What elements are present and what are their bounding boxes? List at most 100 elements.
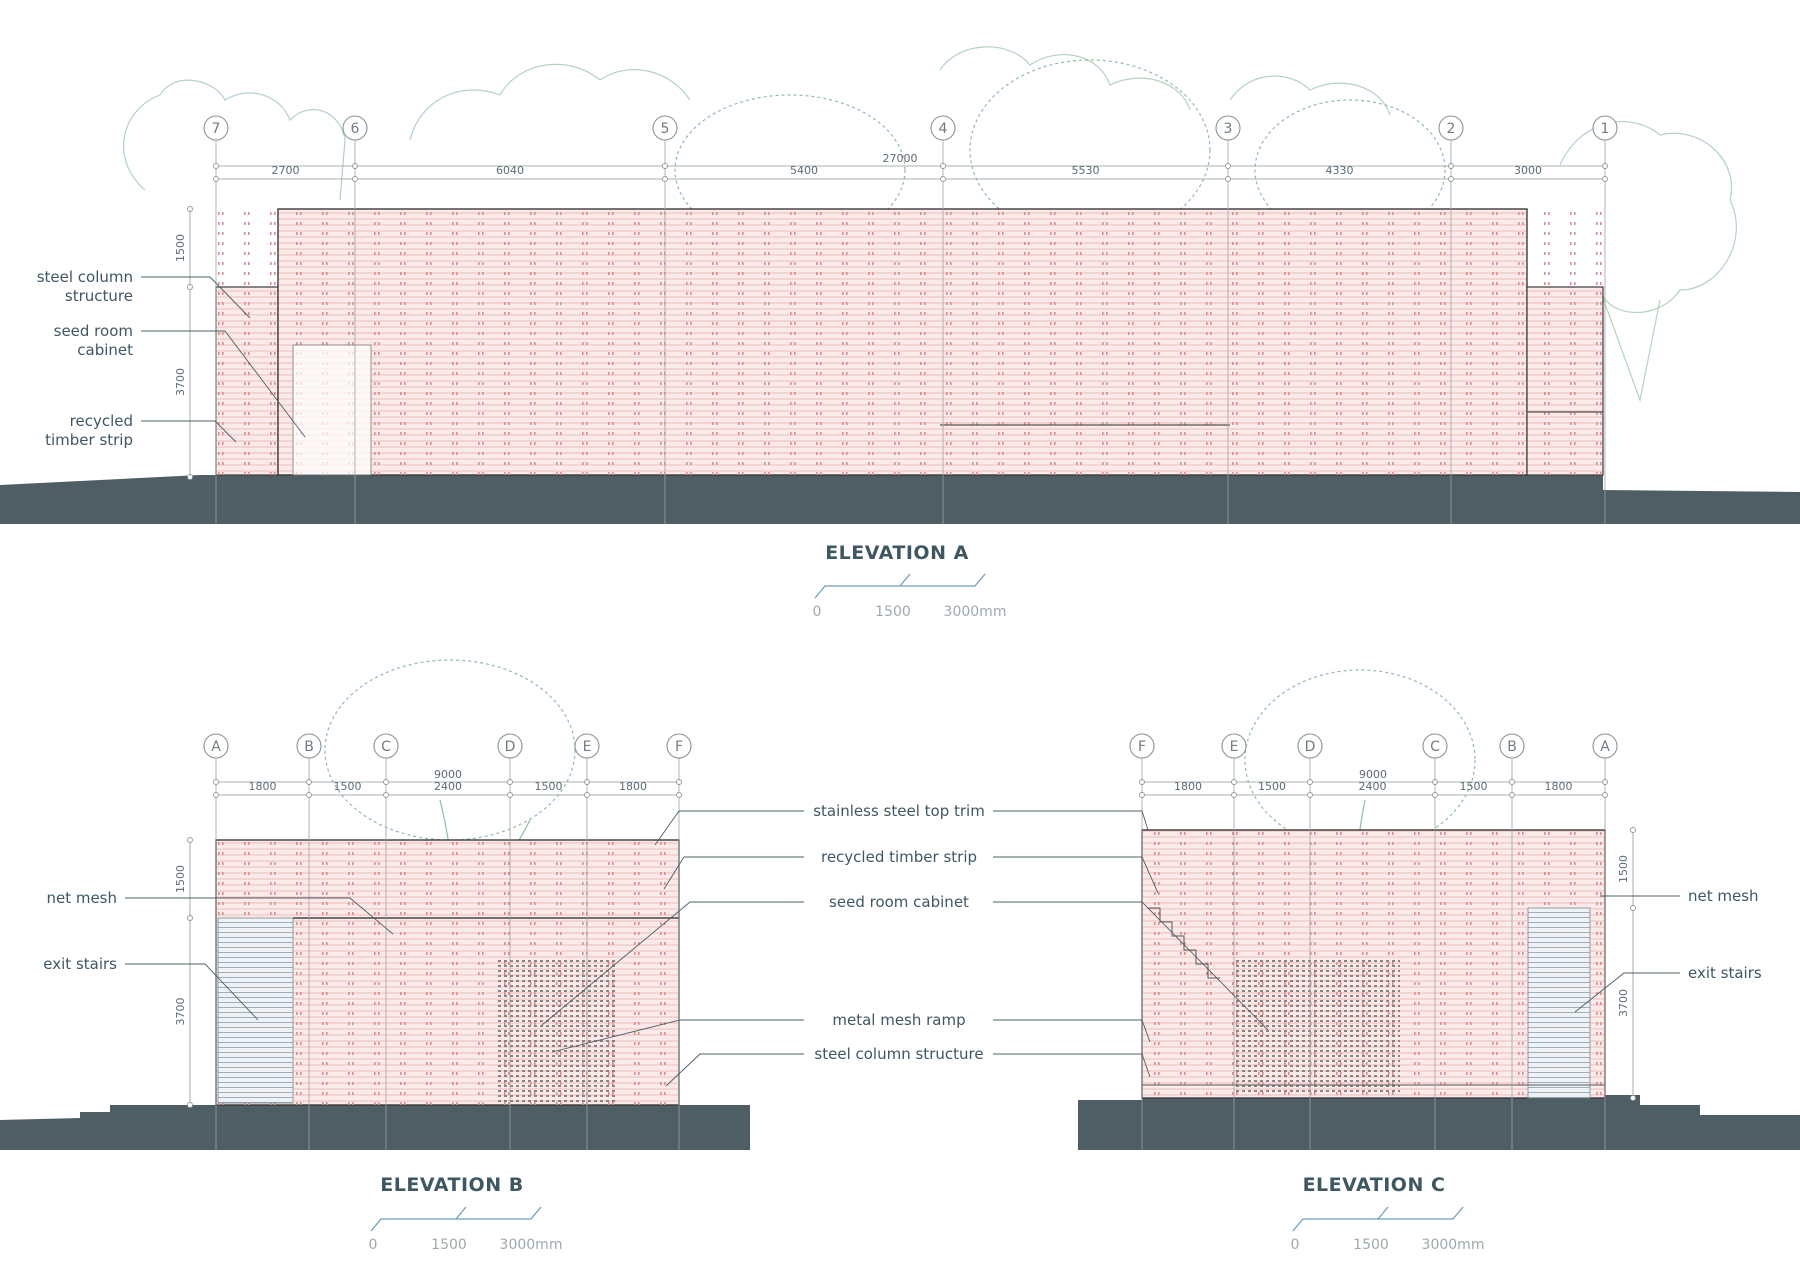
elevation_b-dim-tick	[306, 779, 312, 785]
elevation_a-bay-dim: 5530	[1072, 164, 1100, 177]
label-net-mesh-c: net mesh	[1600, 887, 1759, 905]
elevation_b-grid-label: D	[505, 739, 516, 755]
elevation_a-scale-0: 0	[813, 604, 822, 620]
elevation_b-dim-tick	[213, 792, 219, 798]
elevation_a-bay-dim: 6040	[496, 164, 524, 177]
elevation_a-bay-dim: 2700	[272, 164, 300, 177]
label-recycled-timber-strip-a-text: recycled	[70, 412, 133, 430]
elevation_b-height-dim-tick	[187, 915, 193, 921]
elevation_a-grid-label: 3	[1224, 121, 1233, 137]
elevation_a-height-dim-tick	[187, 284, 193, 290]
elevation_c-overall-dim: 9000	[1359, 768, 1387, 781]
label-steel-column-structure-text: steel column	[37, 268, 133, 286]
elevation_a-grid-bubble	[930, 115, 956, 141]
label-recycled-timber-strip-a-text-2: timber strip	[45, 431, 133, 449]
elevation_b-bay-dim: 1800	[249, 780, 277, 793]
label-exit-stairs-c: exit stairs	[1574, 964, 1762, 1013]
elevation_c-grid-label: B	[1507, 739, 1517, 755]
elevation_a-height-dim-3700: 3700	[174, 368, 187, 396]
elevation_b-dim-tick	[676, 792, 682, 798]
elevation_a-dim-tick	[213, 176, 219, 182]
elevation_a-height-dim-tick	[187, 474, 193, 480]
elevation_c-height-dim-tick	[1630, 827, 1636, 833]
label-exit-stairs-c-text: exit stairs	[1688, 964, 1762, 982]
label-seed-room-cabinet-a-line	[141, 330, 306, 438]
elevation_b-overall-dim: 9000	[434, 768, 462, 781]
elevation_b-scale-1500: 1500	[431, 1237, 467, 1253]
center-label-steel-column-structure-leader-right	[993, 1053, 1151, 1078]
elevation_b-grid-bubble	[203, 733, 229, 759]
elevation_c-bay-dim: 1500	[1460, 780, 1488, 793]
elevation_c-bay-dim: 2400	[1359, 780, 1387, 793]
elevation_b-scale-3000: 3000mm	[500, 1237, 563, 1253]
elevation_c-scale-bar-mid	[1377, 1206, 1389, 1220]
label-net-mesh-b-line	[125, 897, 394, 935]
elevation_a-bay-dim: 4330	[1326, 164, 1354, 177]
center-label-recycled-timber-strip-leader-left	[663, 856, 804, 890]
elevation_c-grid-label: D	[1305, 739, 1316, 755]
elevation_a-grid-bubble	[1592, 115, 1618, 141]
elevation_c-dim-tick	[1509, 792, 1515, 798]
elevation_c-grid-bubble	[1221, 733, 1247, 759]
elevation_c-grid-bubble	[1499, 733, 1525, 759]
elevation_a-dim-tick	[352, 163, 358, 169]
elevation-a	[0, 46, 1800, 524]
elevation_a-overall-dim: 27000	[883, 152, 918, 165]
elevation_a-dim-tick	[1602, 163, 1608, 169]
elevation_c-dim-tick	[1231, 779, 1237, 785]
elevation_b-grid-bubble	[497, 733, 523, 759]
elevation_c-bay-dim: 1800	[1174, 780, 1202, 793]
elevation_a-dim-tick	[662, 163, 668, 169]
elevation_a-scale-bar-mid	[899, 573, 911, 587]
elevation_c-grid-label: A	[1600, 739, 1610, 755]
center-label-stainless-steel-top-trim-leader-right	[993, 810, 1149, 831]
elevation_c-grid-bubble	[1422, 733, 1448, 759]
label-recycled-timber-strip-a-line	[141, 420, 237, 443]
center-label-stainless-steel-top-trim-leader-left	[654, 810, 804, 846]
elevation_c-dim-tick	[1602, 792, 1608, 798]
elevation_a-grid-label: 6	[351, 121, 360, 137]
elevation_c-height-dim-3700: 3700	[1617, 989, 1630, 1017]
label-net-mesh-c-text: net mesh	[1688, 887, 1759, 905]
elevation_c-grid-bubble	[1129, 733, 1155, 759]
elevation_b-grid-bubble	[574, 733, 600, 759]
elevation_b-bay-dim: 1500	[334, 780, 362, 793]
elevation_c-dim-tick	[1432, 779, 1438, 785]
elevation_c-dim-tick	[1231, 792, 1237, 798]
elevation_b-dim-tick	[306, 792, 312, 798]
elevation_a-grid-bubble	[1438, 115, 1464, 141]
elevation_c-dim-tick	[1139, 779, 1145, 785]
elevation_a-grid-label: 2	[1447, 121, 1456, 137]
center-label-metal-mesh-ramp: metal mesh ramp	[832, 1011, 965, 1029]
elevation_b-grid-bubble	[666, 733, 692, 759]
elevation_b-dim-tick	[676, 779, 682, 785]
elevation_b-height-dim-tick	[187, 837, 193, 843]
elevation-b	[0, 659, 750, 1150]
elevation_b-title: ELEVATION B	[380, 1174, 523, 1196]
elevation_c-dim-tick	[1602, 779, 1608, 785]
elevation_a-bay-dim: 5400	[790, 164, 818, 177]
label-seed-room-cabinet-a-text-2: cabinet	[77, 341, 133, 359]
label-net-mesh-b: net mesh	[46, 889, 394, 935]
center-label-metal-mesh-ramp-leader-right	[993, 1019, 1151, 1043]
ground-c	[1078, 1095, 1800, 1150]
elevation_b-dim-tick	[213, 779, 219, 785]
center-label-recycled-timber-strip-leader-right	[993, 856, 1159, 894]
elevation_a-grid-bubble	[203, 115, 229, 141]
elevation_a-grid-label: 7	[212, 121, 221, 137]
elevation_b-dim-tick	[584, 779, 590, 785]
elevation_b-scale-bar-mid	[455, 1206, 467, 1220]
label-exit-stairs-b-text: exit stairs	[43, 955, 117, 973]
label-net-mesh-b-text: net mesh	[46, 889, 117, 907]
elevation_b-bay-dim: 1500	[535, 780, 563, 793]
elevation_c-scale-1500: 1500	[1353, 1237, 1389, 1253]
elevation_b-bay-dim: 1800	[619, 780, 647, 793]
elevation_a-bay-dim: 3000	[1514, 164, 1542, 177]
